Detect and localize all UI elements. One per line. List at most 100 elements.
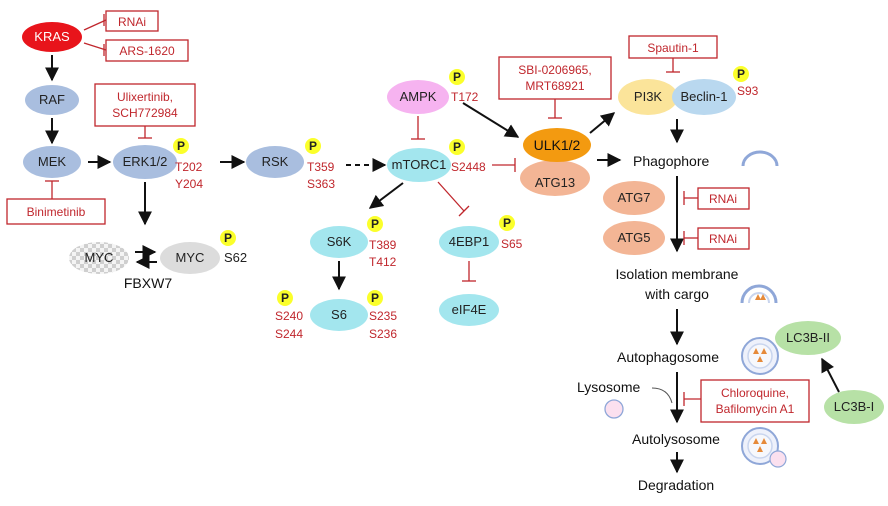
- lysosome-icon: [604, 399, 624, 419]
- kras-node: KRAS: [22, 22, 82, 52]
- svg-text:P: P: [371, 291, 379, 305]
- ampk-phospho: P T172: [449, 69, 479, 104]
- ars-1620-label: ARS-1620: [119, 44, 175, 58]
- mtorc1-phospho: P S2448: [449, 139, 486, 174]
- svg-text:P: P: [177, 139, 185, 153]
- degradation-label: Degradation: [638, 477, 714, 493]
- 4ebp1-label: 4EBP1: [449, 234, 489, 249]
- atg7-rnai-label: RNAi: [709, 192, 737, 206]
- raf-label: RAF: [39, 92, 65, 107]
- mrt68921-label: MRT68921: [525, 79, 584, 93]
- atg7-label: ATG7: [618, 190, 651, 205]
- mek-node: MEK: [23, 146, 81, 178]
- svg-text:P: P: [224, 231, 232, 245]
- chloroquine-label: Chloroquine,: [721, 386, 789, 400]
- kras-rnai-inhibitor: RNAi: [83, 10, 159, 32]
- eif4e-node: eIF4E: [439, 294, 499, 326]
- sch772984-label: SCH772984: [112, 106, 178, 120]
- erk-site-y204: Y204: [175, 177, 203, 191]
- ulk-inhibitor-box: SBI-0206965, MRT68921: [498, 56, 612, 119]
- ampk-inhibits-mtorc1: [411, 116, 425, 140]
- rsk-phospho: P T359 S363: [305, 138, 335, 191]
- atg5-rnai-label: RNAi: [709, 232, 737, 246]
- ampk-label: AMPK: [400, 89, 437, 104]
- mtorc1-node: mTORC1: [387, 148, 451, 182]
- eif4e-label: eIF4E: [452, 302, 487, 317]
- 4ebp1-inhibits-eif4e: [462, 261, 476, 282]
- 4ebp1-node: 4EBP1: [439, 226, 499, 258]
- autophagosome-label: Autophagosome: [617, 349, 719, 365]
- s6k-site-t412: T412: [369, 255, 397, 269]
- ulk-node: ULK1/2: [523, 128, 591, 162]
- autophagosome-icon: [741, 337, 779, 375]
- erk-node: ERK1/2: [113, 145, 177, 179]
- s6-site-s235: S235: [369, 309, 397, 323]
- svg-text:P: P: [309, 139, 317, 153]
- raf-node: RAF: [25, 85, 79, 115]
- lc3b-i-node: LC3B-I: [824, 390, 884, 424]
- lc3b-i-label: LC3B-I: [834, 399, 874, 414]
- pi3k-node: PI3K: [618, 79, 678, 115]
- lysosome-connector: [651, 387, 673, 404]
- beclin-phospho: P S93: [733, 66, 759, 98]
- ampk-site-t172: T172: [451, 90, 479, 104]
- svg-text:P: P: [737, 67, 745, 81]
- spautin-inhibitor: Spautin-1: [628, 35, 718, 73]
- myc-node: MYC: [160, 242, 220, 274]
- atg13-node: ATG13: [520, 160, 590, 196]
- mtorc1-site-s2448: S2448: [451, 160, 486, 174]
- bafilomycin-label: Bafilomycin A1: [716, 402, 795, 416]
- erk-inhibitor-box: Ulixertinib, SCH772984: [94, 83, 196, 139]
- lysosome-label: Lysosome: [577, 379, 641, 395]
- atg7-node: ATG7: [603, 181, 665, 215]
- s6-label: S6: [331, 307, 347, 322]
- autolysosome-label: Autolysosome: [632, 431, 720, 447]
- s6-site-s236: S236: [369, 327, 397, 341]
- myc-label: MYC: [176, 250, 205, 265]
- myc-phospho: P S62: [220, 230, 247, 265]
- erk-label: ERK1/2: [123, 154, 168, 169]
- svg-text:P: P: [453, 140, 461, 154]
- svg-text:P: P: [281, 291, 289, 305]
- ulixertinib-label: Ulixertinib,: [117, 90, 173, 104]
- ulk-label: ULK1/2: [534, 137, 581, 153]
- lc3b-ii-node: LC3B-II: [775, 321, 841, 355]
- sbi-0206965-label: SBI-0206965,: [518, 63, 591, 77]
- with-cargo-label: with cargo: [644, 286, 709, 302]
- s6-phospho-right: P S235 S236: [367, 290, 397, 341]
- isolation-membrane-icon: [740, 284, 778, 304]
- s6-site-s240: S240: [275, 309, 303, 323]
- s6k-label: S6K: [327, 234, 352, 249]
- svg-text:P: P: [371, 217, 379, 231]
- 4ebp1-site-s65: S65: [501, 237, 523, 251]
- atg13-label: ATG13: [535, 175, 575, 190]
- mtorc1-inhibits-4ebp1: [437, 181, 470, 217]
- myc-site-s62: S62: [224, 250, 247, 265]
- lysosome-inhibitor-box: Chloroquine, Bafilomycin A1: [683, 379, 810, 423]
- s6k-node: S6K: [310, 226, 368, 258]
- ampk-node: AMPK: [387, 80, 449, 114]
- s6k-site-t389: T389: [369, 238, 397, 252]
- s6-site-s244: S244: [275, 327, 303, 341]
- atg5-label: ATG5: [618, 230, 651, 245]
- mek-label: MEK: [38, 154, 67, 169]
- rsk-site-t359: T359: [307, 160, 335, 174]
- mtorc1-label: mTORC1: [392, 157, 447, 172]
- binimetinib-label: Binimetinib: [27, 205, 86, 219]
- svg-text:P: P: [503, 216, 511, 230]
- kras-label: KRAS: [34, 29, 70, 44]
- rsk-site-s363: S363: [307, 177, 335, 191]
- myc-degraded-label: MYC: [85, 250, 114, 265]
- erk-site-t202: T202: [175, 160, 203, 174]
- erk-phospho: P T202 Y204: [173, 138, 203, 191]
- beclin-node: Beclin-1: [672, 79, 736, 115]
- 4ebp1-phospho: P S65: [499, 215, 523, 251]
- beclin-label: Beclin-1: [681, 89, 728, 104]
- phagophore-label: Phagophore: [633, 153, 710, 169]
- s6k-phospho: P T389 T412: [367, 216, 397, 269]
- s6-node: S6: [310, 299, 368, 331]
- fbxw7-label: FBXW7: [124, 275, 172, 291]
- spautin-1-label: Spautin-1: [647, 41, 699, 55]
- beclin-site-s93: S93: [737, 84, 759, 98]
